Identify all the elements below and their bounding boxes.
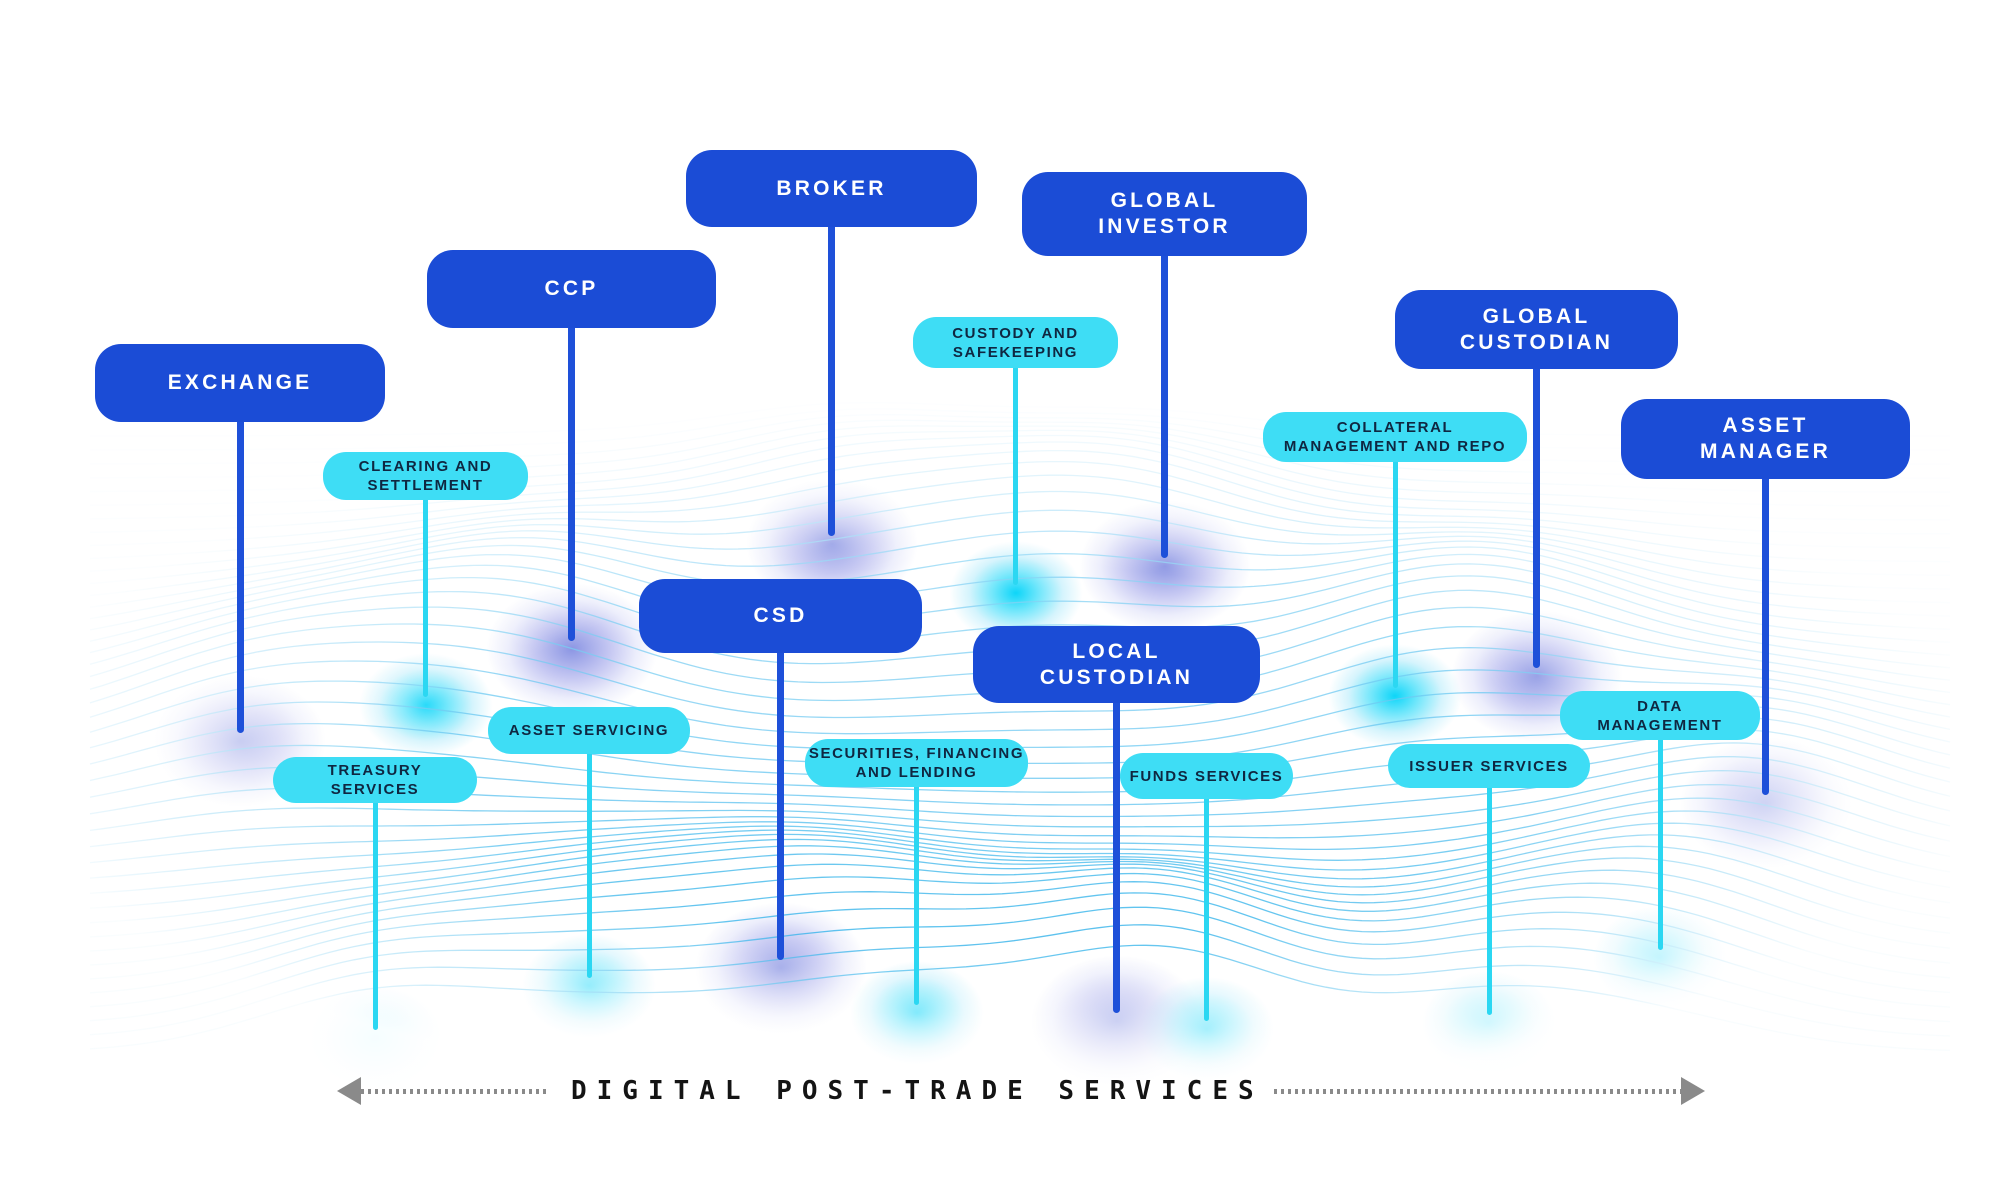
node-label: BROKER <box>776 176 887 200</box>
fade-overlay <box>0 390 1989 1090</box>
left-arrowhead-icon <box>337 1077 361 1105</box>
node-label: CCP <box>544 277 599 300</box>
service-box-custody-and-safekeeping: CUSTODY AND SAFEKEEPING <box>913 317 1118 368</box>
entity-box-global-custodian: GLOBAL CUSTODIAN <box>1395 290 1678 369</box>
node-label: GLOBAL CUSTODIAN <box>1459 304 1614 354</box>
footer-label: DIGITAL POST-TRADE SERVICES <box>571 1076 1264 1106</box>
entity-box-broker: BROKER <box>686 150 977 227</box>
node-label: CUSTODY AND SAFEKEEPING <box>952 324 1079 361</box>
entity-box-ccp: CCP <box>427 250 716 328</box>
dotted-line-right <box>1273 1088 1681 1094</box>
entity-box-global-investor: GLOBAL INVESTOR <box>1022 172 1307 256</box>
right-arrowhead-icon <box>1681 1077 1705 1105</box>
node-label: GLOBAL INVESTOR <box>1098 189 1231 238</box>
footer-arrow: DIGITAL POST-TRADE SERVICES <box>337 1068 1705 1114</box>
dotted-line-left <box>361 1088 547 1094</box>
